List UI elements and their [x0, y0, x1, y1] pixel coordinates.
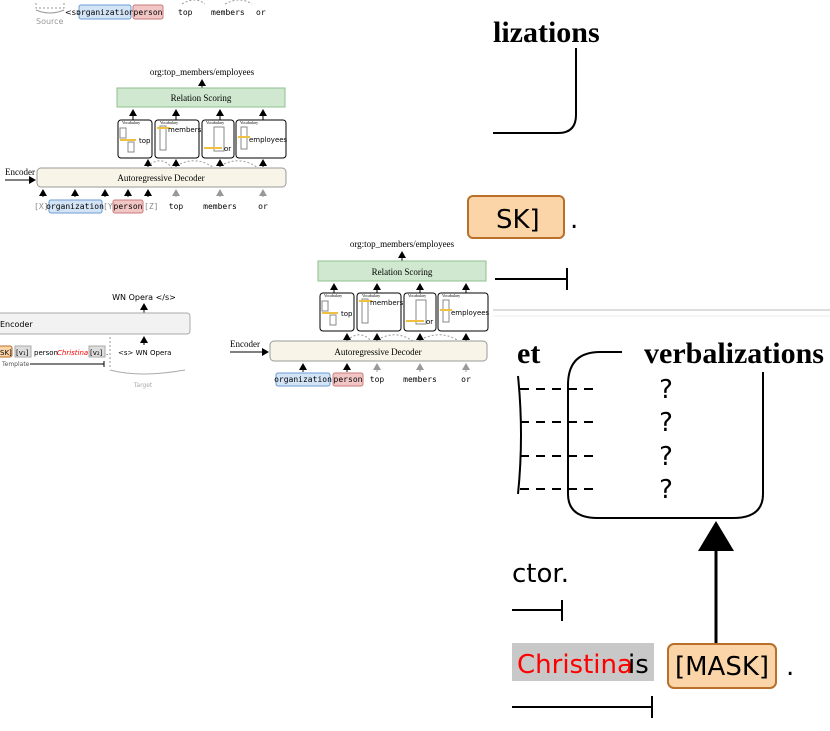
diagram-c-output-label: org:top_members/employees [350, 239, 455, 249]
token-or: or [461, 375, 471, 384]
token-person: person [114, 202, 143, 211]
diagram-c-decoder-box [269, 340, 488, 362]
diagram-a-vocab-top: Vocabulary top [117, 119, 153, 159]
token-x: [X] [34, 202, 48, 211]
diagram-c-relation-label: Relation Scoring [372, 267, 433, 277]
question-mark: ? [659, 475, 673, 505]
diagram-a-decoder-box [36, 167, 287, 188]
zoom-top-mask-box [467, 195, 565, 239]
vocab-word: top [139, 137, 151, 145]
diagram-b: WN Opera </s> Encoder SK] [v₁] person Ch… [0, 293, 191, 389]
token-y: [Y] [103, 202, 117, 211]
diagram-a-vocab-employees: Vocabulary employees [235, 119, 288, 159]
token-person-box [132, 4, 164, 20]
question-mark: ? [659, 375, 673, 405]
svg-text:Vocabulary: Vocabulary [408, 293, 426, 298]
diagram-a-vocab-members: Vocabulary members [154, 119, 202, 159]
token-top: top [178, 8, 193, 17]
vocab-word: top [341, 310, 353, 318]
zoom-bottom-heading-left: et [517, 337, 540, 370]
token-members: members [211, 8, 245, 17]
token-members: members [403, 375, 437, 384]
zoom-top: lizations SK] . [467, 16, 830, 317]
zoom-top-heading: lizations [493, 16, 600, 49]
diagram-b-person: person [34, 349, 58, 357]
diagram-a-relation-box [116, 87, 286, 108]
diagram-c-decoder-label: Autoregressive Decoder [334, 347, 421, 357]
zoom-top-mask: SK] [496, 205, 540, 235]
vocab-word: members [168, 126, 202, 134]
svg-text:Vocabulary: Vocabulary [122, 120, 140, 125]
top-left-fragment: Source <s> organization person top membe… [35, 0, 266, 26]
diagram-a-encoder-label: Encoder [5, 167, 35, 177]
zoom-bottom-name: Christina [517, 650, 633, 680]
token-top: top [169, 202, 184, 211]
token-person-box [112, 199, 144, 214]
christina-highlight [512, 643, 654, 681]
token-organization-box [48, 199, 103, 214]
token-organization-box [275, 372, 331, 387]
vocab-word: or [224, 145, 231, 153]
zoom-bottom-mask-box [667, 643, 777, 689]
diagram-b-v2: [v₂] [90, 349, 103, 357]
diagram-b-output-text: WN Opera </s> [112, 293, 176, 302]
diagram-c-vocab-employees: Vocabulary employees [437, 292, 490, 332]
diagram-b-encoder-box [0, 312, 191, 335]
token-organization-box [78, 4, 132, 20]
token-bos: <s> [65, 8, 83, 17]
token-organization: organization [76, 8, 134, 17]
zoom-bottom-factor-text: ctor. [512, 559, 569, 589]
zoom-bottom: et verbalizations ? ? ? ? ctor. Christin… [512, 337, 824, 718]
diagram-a-decoder-label: Autoregressive Decoder [117, 173, 204, 183]
diagram-b-mask: SK] [0, 349, 12, 357]
vocab-word: employees [249, 136, 288, 144]
question-mark: ? [659, 408, 673, 438]
svg-text:Vocabulary: Vocabulary [206, 120, 224, 125]
diagram-c-encoder-label: Encoder [230, 339, 260, 349]
svg-text:Vocabulary: Vocabulary [240, 120, 258, 125]
diagram-a-vocab-or: Vocabulary or [201, 119, 235, 159]
diagram-b-period: . [106, 349, 108, 357]
token-person: person [134, 8, 163, 17]
svg-text:Vocabulary: Vocabulary [324, 293, 342, 298]
token-or: or [258, 202, 268, 211]
svg-text:Vocabulary: Vocabulary [160, 120, 178, 125]
diagram-b-target-label: Target [133, 382, 153, 389]
question-mark: ? [659, 442, 673, 472]
token-members: members [203, 202, 237, 211]
token-or: or [256, 8, 266, 17]
diagram-b-encoder-label: Encoder [0, 320, 33, 329]
diagram-c-vocab-top: Vocabulary top [319, 292, 355, 332]
zoom-bottom-period: . [786, 652, 794, 682]
diagram-a: org:top_members/employees Relation Scori… [5, 67, 288, 214]
diagram-b-christina: Christina [57, 349, 88, 357]
zoom-top-period: . [570, 205, 578, 235]
vocab-word: members [370, 299, 404, 307]
token-z: [Z] [144, 202, 158, 211]
token-person-box [332, 372, 364, 387]
vocab-word: employees [451, 309, 490, 317]
diagram-b-target-text: <s> WN Opera [118, 349, 171, 357]
token-organization: organization [274, 375, 332, 384]
token-top: top [370, 375, 385, 384]
verbalizations-bracket [567, 351, 764, 519]
diagram-b-v1: [v₁] [16, 349, 29, 357]
diagram-c: org:top_members/employees Relation Scori… [230, 239, 490, 387]
token-person: person [334, 375, 363, 384]
zoom-bottom-is: is [628, 650, 649, 680]
token-organization: organization [46, 202, 104, 211]
diagram-c-vocab-members: Vocabulary members [356, 292, 404, 332]
zoom-bottom-mask: [MASK] [675, 652, 769, 682]
diagram-c-relation-box [317, 260, 487, 282]
diagram-c-vocab-or: Vocabulary or [403, 292, 437, 332]
diagram-a-relation-label: Relation Scoring [171, 93, 232, 103]
source-label: Source [36, 17, 64, 26]
diagram-a-output-label: org:top_members/employees [150, 67, 255, 77]
vocab-word: or [426, 318, 433, 326]
svg-text:Vocabulary: Vocabulary [442, 293, 460, 298]
svg-text:Vocabulary: Vocabulary [362, 293, 380, 298]
zoom-bottom-heading-right: verbalizations [644, 337, 824, 370]
diagram-b-template-label: Template [1, 361, 30, 368]
